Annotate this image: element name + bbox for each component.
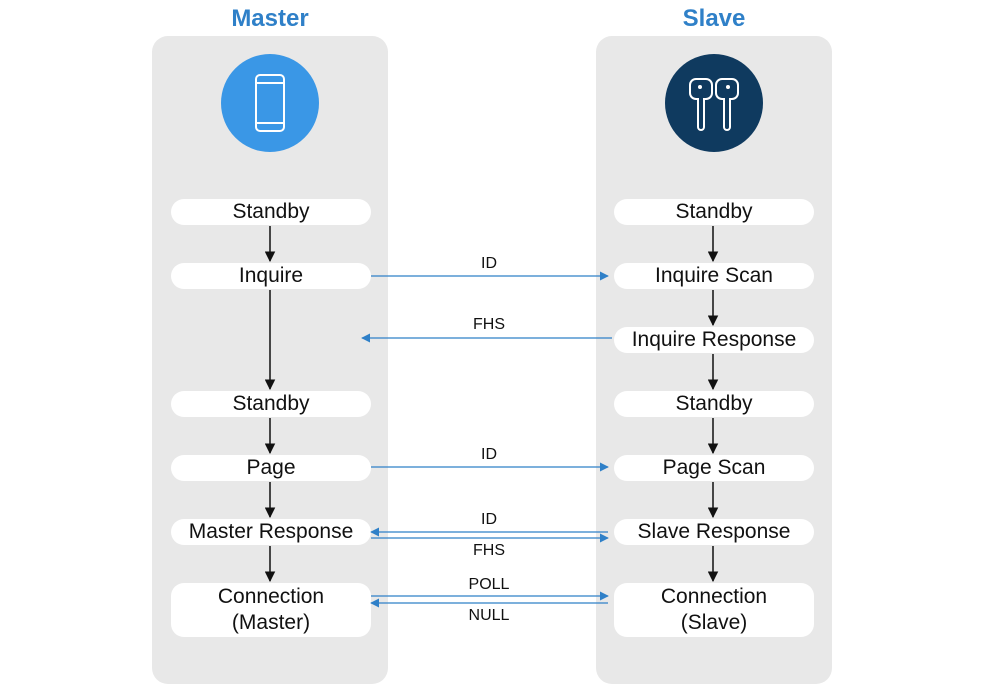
master-state-standby-2: Standby: [171, 391, 371, 417]
msg-label-page-id: ID: [481, 446, 497, 463]
smartphone-icon: [255, 74, 285, 132]
slave-state-inquire-scan: Inquire Scan: [614, 263, 814, 289]
msg-label-response-fhs: FHS: [473, 542, 505, 559]
slave-title: Slave: [682, 5, 746, 32]
slave-state-standby-2: Standby: [614, 391, 814, 417]
slave-state-inquire-response: Inquire Response: [614, 327, 814, 353]
master-connection-role: (Master): [231, 611, 311, 634]
slave-connection-label: Connection: [660, 585, 768, 608]
master-state-connection: Connection (Master): [171, 583, 371, 637]
msg-label-inquire-fhs: FHS: [473, 316, 505, 333]
slave-state-slave-response: Slave Response: [614, 519, 814, 545]
msg-label-response-id: ID: [481, 511, 497, 528]
master-connection-label: Connection: [217, 585, 325, 608]
msg-label-poll: POLL: [468, 576, 510, 593]
msg-label-null: NULL: [468, 607, 510, 624]
master-title: Master: [231, 5, 309, 32]
slave-state-page-scan: Page Scan: [614, 455, 814, 481]
master-state-page: Page: [171, 455, 371, 481]
master-avatar: [221, 54, 319, 152]
slave-connection-role: (Slave): [680, 611, 748, 634]
msg-label-inquire-id: ID: [481, 255, 497, 272]
master-state-standby-1: Standby: [171, 199, 371, 225]
earbuds-icon: [689, 78, 739, 131]
master-state-master-response: Master Response: [171, 519, 371, 545]
slave-avatar: [665, 54, 763, 152]
master-state-inquire: Inquire: [171, 263, 371, 289]
slave-state-standby-1: Standby: [614, 199, 814, 225]
slave-state-connection: Connection (Slave): [614, 583, 814, 637]
